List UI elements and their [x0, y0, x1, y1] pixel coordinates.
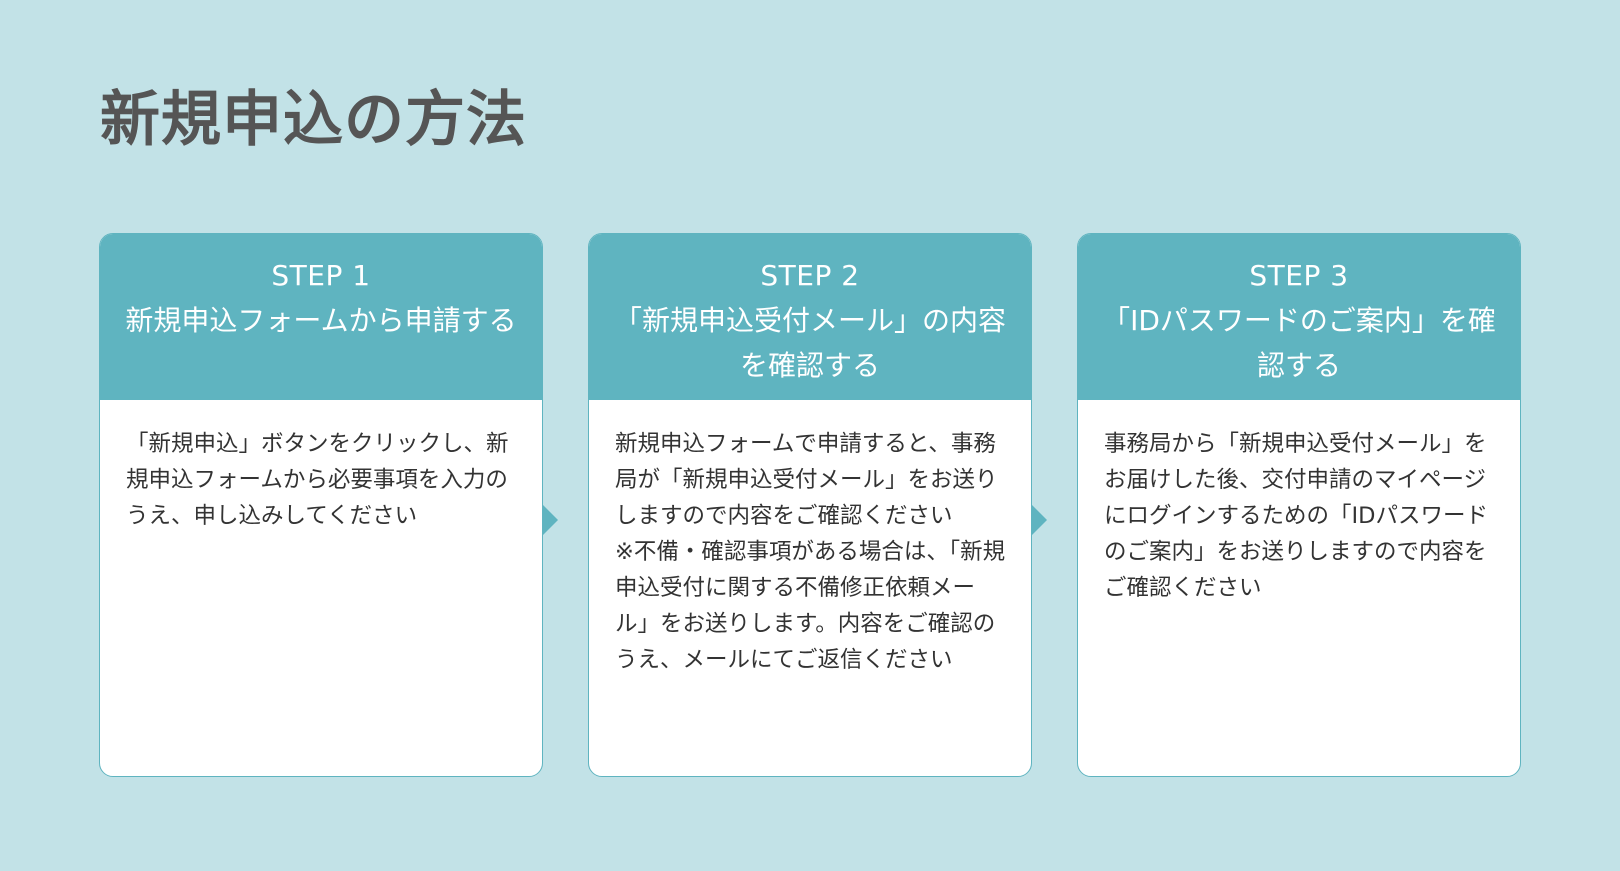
step-card-2: STEP 2 「新規申込受付メール」の内容を確認する 新規申込フォームで申請する…: [588, 233, 1032, 777]
step-description: 事務局から「新規申込受付メール」をお届けした後、交付申請のマイページにログインす…: [1104, 431, 1488, 601]
step-title: 新規申込フォームから申請する: [125, 304, 517, 337]
step-number: STEP 2: [760, 259, 860, 292]
step-title: 「新規申込受付メール」の内容を確認する: [613, 304, 1006, 382]
step-header: STEP 3 「IDパスワードのご案内」を確認する: [1078, 234, 1520, 400]
step-description: 新規申込フォームで申請すると、事務局が「新規申込受付メール」をお送りしますので内…: [615, 431, 1006, 673]
step-card-3: STEP 3 「IDパスワードのご案内」を確認する 事務局から「新規申込受付メー…: [1077, 233, 1521, 777]
page-title: 新規申込の方法: [100, 85, 527, 155]
step-card-1: STEP 1 新規申込フォームから申請する 「新規申込」ボタンをクリックし、新規…: [99, 233, 543, 777]
step-header: STEP 1 新規申込フォームから申請する: [100, 234, 542, 400]
step-header: STEP 2 「新規申込受付メール」の内容を確認する: [589, 234, 1031, 400]
step-number: STEP 3: [1249, 259, 1349, 292]
arrow-right-icon: [1032, 505, 1047, 535]
step-title: 「IDパスワードのご案内」を確認する: [1102, 304, 1496, 382]
step-description: 「新規申込」ボタンをクリックし、新規申込フォームから必要事項を入力のうえ、申し込…: [126, 431, 509, 529]
step-number: STEP 1: [271, 259, 371, 292]
arrow-right-icon: [543, 505, 558, 535]
steps-flow: STEP 1 新規申込フォームから申請する 「新規申込」ボタンをクリックし、新規…: [99, 233, 1521, 778]
